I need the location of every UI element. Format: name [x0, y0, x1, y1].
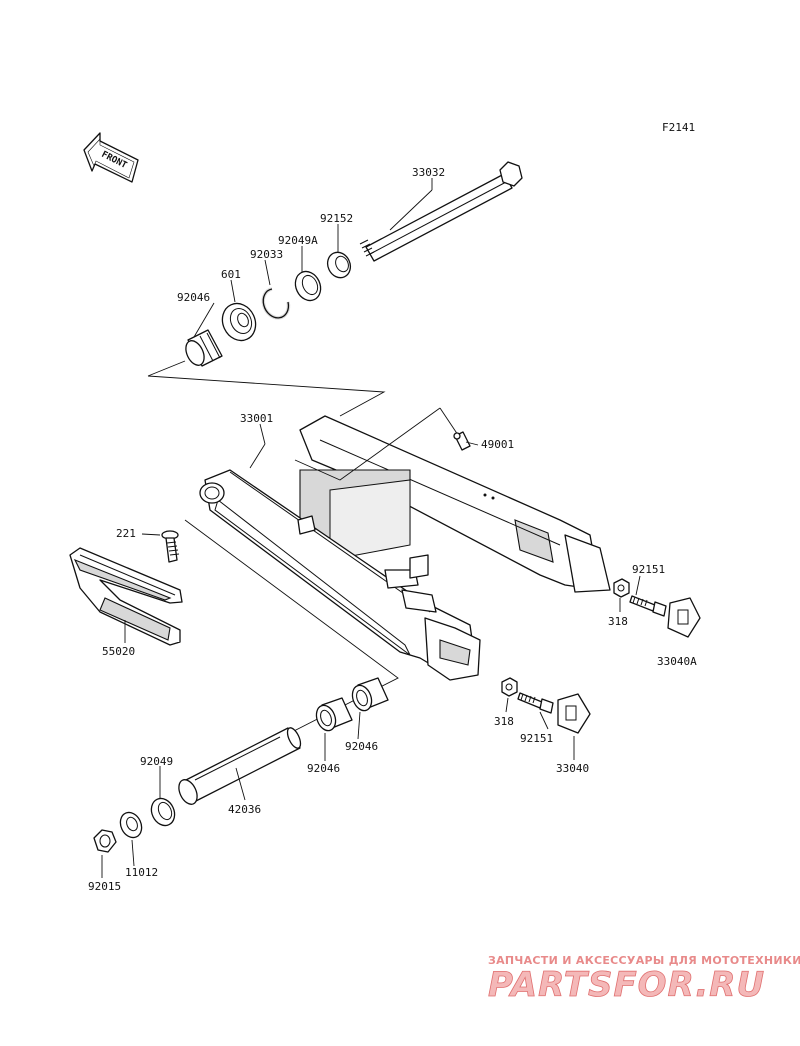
needle-bearing-92046-b1	[351, 677, 389, 712]
leader-lines	[101, 178, 641, 878]
label-92049: 92049	[140, 755, 173, 768]
part-labels: 33032 92152 92049A 92033 601 92046 33001…	[88, 166, 697, 893]
bearing-601	[221, 302, 257, 342]
label-92046-b1: 92046	[345, 740, 378, 753]
label-601: 601	[221, 268, 241, 281]
label-11012: 11012	[125, 866, 158, 879]
grease-nipple-49001	[453, 431, 471, 451]
nut-92015	[93, 829, 117, 853]
swingarm-33001	[199, 415, 611, 681]
bolt-92151-right	[629, 595, 667, 617]
label-49001: 49001	[481, 438, 514, 451]
bolt-92151-bottom	[517, 692, 554, 714]
label-33001: 33001	[240, 412, 273, 425]
label-33032: 33032	[412, 166, 445, 179]
label-92046-b2: 92046	[307, 762, 340, 775]
collar-42036	[178, 727, 302, 805]
circlip-92033	[261, 287, 291, 320]
adjuster-33040A	[667, 597, 701, 638]
needle-bearing-92046-top	[185, 329, 223, 367]
label-92033: 92033	[250, 248, 283, 261]
label-55020: 55020	[102, 645, 135, 658]
screw-221	[161, 530, 180, 563]
front-arrow-icon: FRONT	[83, 132, 139, 183]
label-33040: 33040	[556, 762, 589, 775]
label-221: 221	[116, 527, 136, 540]
label-92049A: 92049A	[278, 234, 318, 247]
label-33040A: 33040A	[657, 655, 697, 668]
label-92046-top: 92046	[177, 291, 210, 304]
chain-guard-55020	[69, 547, 183, 646]
seal-92049A	[294, 270, 322, 302]
label-318-bottom: 318	[494, 715, 514, 728]
pivot-shaft-33032	[359, 161, 523, 262]
label-318-right: 318	[608, 615, 628, 628]
ref-line	[147, 360, 186, 377]
cap-11012	[119, 811, 143, 839]
adjuster-33040	[557, 693, 591, 734]
needle-bearing-92046-b2	[315, 697, 353, 732]
label-92152: 92152	[320, 212, 353, 225]
watermark-tagline: ЗАПЧАСТИ И АКСЕССУАРЫ ДЛЯ МОТОТЕХНИКИ	[488, 954, 800, 967]
seal-92049	[150, 797, 176, 827]
ref-line	[294, 407, 441, 481]
watermark-brand: PARTSFOR.RU	[488, 965, 765, 1005]
ref-line	[147, 375, 386, 417]
label-92151-right: 92151	[632, 563, 665, 576]
watermark: ЗАПЧАСТИ И АКСЕССУАРЫ ДЛЯ МОТОТЕХНИКИ PA…	[488, 954, 800, 1005]
label-42036: 42036	[228, 803, 261, 816]
label-92151-bottom: 92151	[520, 732, 553, 745]
nut-318-right	[613, 578, 630, 598]
label-92015: 92015	[88, 880, 121, 893]
nut-318-bottom	[501, 677, 518, 697]
spacer-92152	[326, 251, 352, 279]
figure-code: F2141	[662, 121, 695, 134]
